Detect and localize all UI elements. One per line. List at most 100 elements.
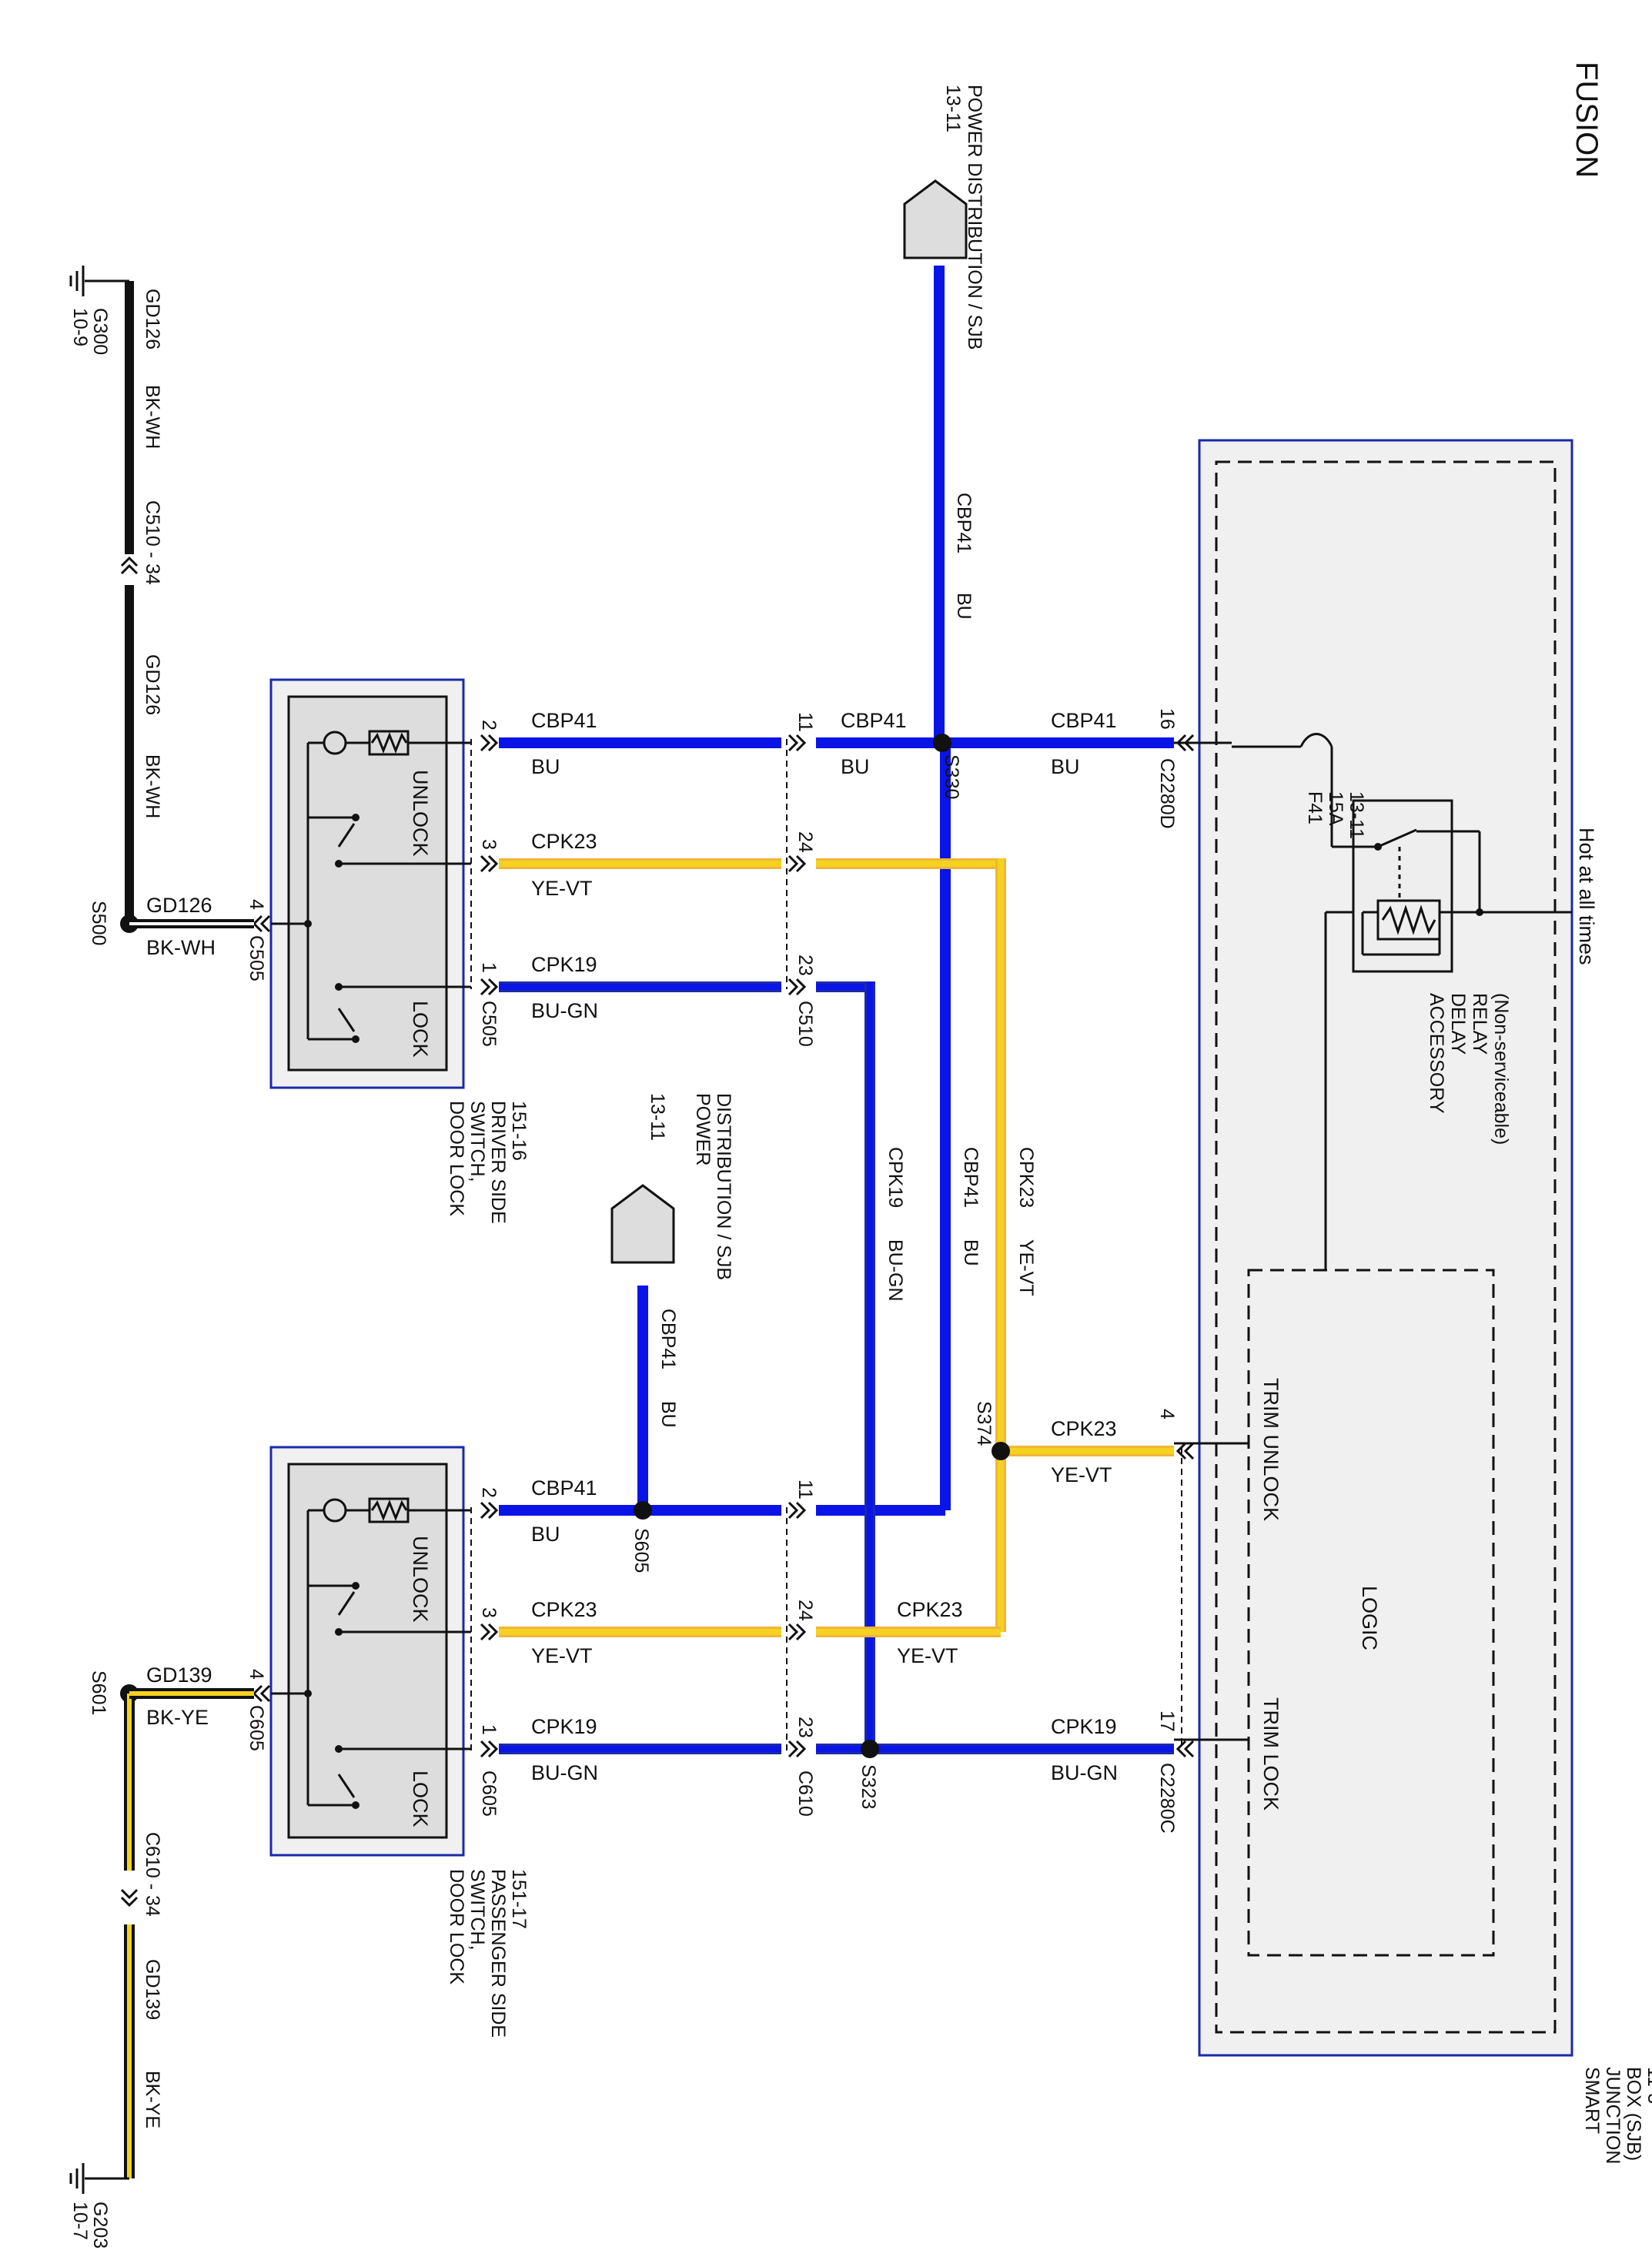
driver-cpk19-circuit: CPK19: [531, 953, 597, 976]
splice-s605: [634, 1501, 652, 1520]
power-mid-label: POWER DISTRIBUTION / SJB: [692, 1093, 734, 1280]
driver-pin-3: 3: [478, 839, 500, 850]
pass-pin-4: 4: [246, 1669, 267, 1680]
sjb-name: SMART JUNCTION BOX (SJB) 11-3 13-22: [1581, 2067, 1652, 2169]
pass-cpk23-right-color: YE-VT: [897, 1644, 958, 1667]
vwire-cbp41-color: BU: [960, 1239, 982, 1266]
splice-s601-label: S601: [88, 1670, 109, 1715]
pass-unlock-label: UNLOCK: [409, 1536, 432, 1623]
splice-s605-label: S605: [630, 1528, 652, 1573]
driver-pin-4: 4: [246, 899, 267, 910]
splice-s374: [992, 1442, 1010, 1460]
driver-lock-label: LOCK: [409, 1001, 432, 1058]
vwire-cpk19-circuit: CPK19: [885, 1147, 906, 1208]
ground-g203: G203: [89, 2202, 111, 2249]
driver-switch-name: DOOR LOCK SWITCH, DRIVER SIDE 151-16: [446, 1101, 530, 1229]
accessory-delay-relay: [1352, 799, 1483, 973]
driver-gd126-circuit: GD126: [146, 894, 212, 917]
pass-cpk19-far-color: BU-GN: [1051, 1761, 1118, 1784]
trim-unlock-label: TRIM UNLOCK: [1259, 1378, 1282, 1521]
pass-gd139-color: BK-YE: [146, 1706, 209, 1729]
pass-pin-3: 3: [478, 1607, 500, 1618]
driver-cpk19-color: BU-GN: [531, 999, 598, 1022]
power-connector-mid: [610, 1184, 675, 1264]
ground-c510-34: C510 - 34: [142, 500, 163, 585]
driver-conn-c505: C505: [478, 1001, 500, 1047]
driver-pin-1: 1: [478, 962, 500, 973]
ground-g203-ref: 10-7: [69, 2202, 91, 2240]
wire-driver-cpk19: [499, 981, 875, 1749]
fuse-label: F41 15A 13-11: [1304, 791, 1367, 839]
driver-cbp41-circuit: CBP41: [531, 709, 597, 732]
power-connector-top: [903, 179, 968, 259]
ground-bkwh-a: BK-WH: [142, 385, 163, 449]
vwire-cpk23-color: YE-VT: [1015, 1239, 1037, 1296]
driver-pin-2: 2: [478, 720, 500, 731]
ground-gd126-b: GD126: [142, 654, 163, 715]
ground-wire-bottom: [69, 1688, 254, 2194]
logic-label: LOGIC: [1358, 1586, 1381, 1650]
door-lock-switch-driver: [269, 678, 471, 1089]
ground-wire-top: [69, 266, 254, 928]
fuse-f41: [1232, 733, 1378, 848]
pass-pin-24: 24: [794, 1600, 816, 1621]
pass-conn-c605: C605: [478, 1770, 500, 1817]
trim-lock-label: TRIM LOCK: [1259, 1697, 1282, 1811]
splice-s374-label: S374: [973, 1401, 995, 1446]
splice-s323: [861, 1740, 879, 1758]
splice-s323-label: S323: [858, 1764, 879, 1809]
power-top-label: POWER DISTRIBUTION / SJB: [964, 85, 985, 349]
driver-pin-23: 23: [794, 955, 816, 976]
splice-s330-label: S330: [941, 754, 962, 799]
splice-s500-label: S500: [88, 901, 109, 945]
pass-cpk19-far-circuit: CPK19: [1051, 1715, 1117, 1738]
vwire-cpk19-color: BU-GN: [885, 1239, 906, 1302]
pass-cpk23-circuit: CPK23: [531, 1598, 597, 1621]
hot-at-all-times-label: Hot at all times: [1575, 828, 1598, 965]
ground-c610-34: C610 - 34: [142, 1832, 163, 1917]
ground-bkwh-b: BK-WH: [142, 754, 163, 818]
pass-pin-23: 23: [794, 1717, 816, 1738]
page-title: FUSION: [1570, 62, 1604, 178]
driver-cbp41-right-circuit: CBP41: [841, 709, 907, 732]
pin-4-sjb: 4: [1156, 1409, 1178, 1419]
sjb-cpk23-circuit: CPK23: [1051, 1417, 1117, 1440]
driver-cpk23-color: YE-VT: [531, 877, 593, 900]
driver-cbp41-right-color: BU: [841, 755, 870, 778]
ground-gd126-a: GD126: [142, 289, 163, 349]
conn-c2280d: C2280D: [1156, 758, 1178, 829]
splice-s330: [933, 734, 951, 752]
driver-cbp41-color: BU: [531, 755, 560, 778]
pass-gd139-circuit: GD139: [146, 1663, 212, 1687]
pass-pin-2: 2: [478, 1487, 500, 1498]
driver-conn-c505-ground: C505: [246, 935, 267, 981]
power-top-color: BU: [953, 593, 975, 620]
driver-unlock-label: UNLOCK: [409, 770, 432, 857]
pass-conn-c605-ground: C605: [246, 1705, 267, 1751]
driver-gd126-color: BK-WH: [146, 936, 216, 959]
pass-cpk19-color: BU-GN: [531, 1761, 598, 1784]
pass-switch-name: DOOR LOCK SWITCH, PASSENGER SIDE 151-17: [446, 1869, 530, 2043]
vwire-cbp41-circuit: CBP41: [960, 1147, 982, 1208]
pass-pin-11: 11: [794, 1480, 816, 1500]
driver-cbp41-far-color: BU: [1051, 755, 1080, 778]
power-mid-color: BU: [657, 1401, 679, 1428]
power-top-circuit: CBP41: [953, 493, 975, 553]
sjb-cpk23-color: YE-VT: [1051, 1463, 1112, 1486]
door-lock-switch-passenger: [269, 1446, 471, 1857]
pass-cpk23-right-circuit: CPK23: [897, 1598, 963, 1621]
pin-16: 16: [1156, 708, 1178, 730]
driver-pin-24: 24: [794, 831, 816, 853]
power-mid-circuit: CBP41: [657, 1309, 679, 1369]
pass-cbp41-color: BU: [531, 1523, 560, 1546]
ground-gd139-a: GD139: [142, 1959, 163, 2020]
driver-conn-c510: C510: [794, 1001, 816, 1047]
pin-17: 17: [1156, 1710, 1178, 1732]
ground-g300: G300: [89, 308, 111, 355]
pass-cbp41-circuit: CBP41: [531, 1476, 597, 1500]
driver-pin-11: 11: [794, 712, 816, 732]
power-top-ref: 13-11: [942, 85, 964, 132]
smart-junction-box: LOGIC TRIM UNLOCK TRIM LOCK Hot at all t…: [1156, 439, 1652, 2169]
driver-cbp41-far-circuit: CBP41: [1051, 709, 1117, 732]
